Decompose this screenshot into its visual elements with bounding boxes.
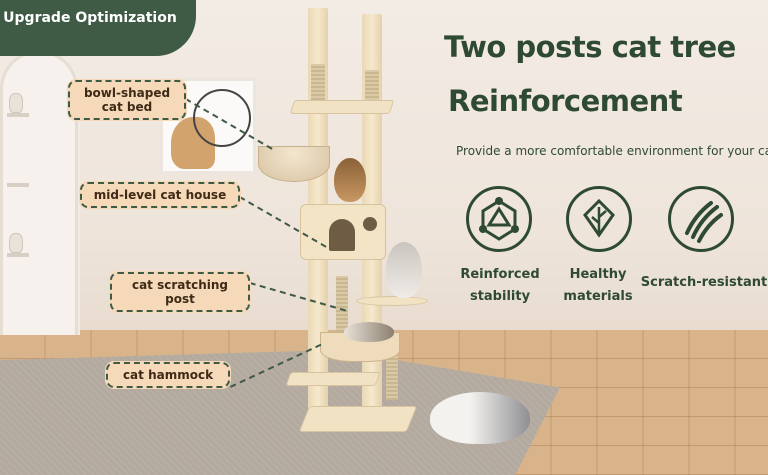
painting-line <box>193 89 251 147</box>
grey-white-cat-sitting <box>386 242 422 298</box>
callout-scratching-post: cat scratching post <box>110 272 250 312</box>
shelf-board <box>7 113 29 117</box>
bowl-shaped-bed <box>258 146 330 182</box>
callout-bowl-bed-line2: cat bed <box>101 100 153 114</box>
upgrade-banner: Upgrade Optimization <box>0 0 196 56</box>
shelf-board <box>7 253 29 257</box>
vase-decor <box>9 233 23 253</box>
feature-reinforced-stability: Reinforced stability <box>450 264 550 308</box>
shelf-board <box>7 183 29 187</box>
house-door <box>329 219 355 251</box>
callout-scratching-post-text: cat scratching post <box>131 278 229 306</box>
banner-text: Upgrade Optimization <box>3 10 177 26</box>
headline-line2: Reinforcement <box>448 84 683 118</box>
arched-shelf <box>0 50 78 335</box>
sisal-wrap <box>386 356 398 400</box>
feature-scratch-resistant: Scratch-resistant <box>640 272 768 294</box>
top-platform <box>289 100 395 114</box>
cat-in-hammock <box>344 322 394 342</box>
lower-platform <box>285 372 381 386</box>
feature-label-line2: stability <box>469 289 531 304</box>
house-window <box>363 217 377 231</box>
base-platform <box>298 406 418 432</box>
callout-hammock: cat hammock <box>106 362 230 388</box>
feature-label-line1: Reinforced <box>460 267 540 282</box>
feature-label-line2: materials <box>563 289 633 304</box>
feature-healthy-materials: Healthy materials <box>548 264 648 308</box>
tabby-cat <box>334 158 366 202</box>
round-platform <box>356 296 428 306</box>
reinforced-stability-icon <box>466 186 532 252</box>
callout-house: mid-level cat house <box>80 182 240 208</box>
callout-house-text: mid-level cat house <box>93 188 227 202</box>
subtitle: Provide a more comfortable environment f… <box>456 144 768 158</box>
mid-level-cat-house <box>300 204 386 260</box>
sisal-wrap <box>311 64 325 110</box>
feature-label-line1: Scratch-resistant <box>640 275 768 290</box>
vase-decor <box>9 93 23 113</box>
leaf-icon <box>566 186 632 252</box>
callout-bowl-bed-line1: bowl-shaped <box>83 86 171 100</box>
headline-line1: Two posts cat tree <box>444 30 736 64</box>
feature-label-line1: Healthy <box>569 267 627 282</box>
callout-bowl-bed: bowl-shaped cat bed <box>68 80 186 120</box>
grey-white-cat-lying <box>430 392 530 444</box>
claw-scratch-icon <box>668 186 734 252</box>
callout-hammock-text: cat hammock <box>122 368 214 382</box>
sisal-wrap <box>336 276 348 332</box>
